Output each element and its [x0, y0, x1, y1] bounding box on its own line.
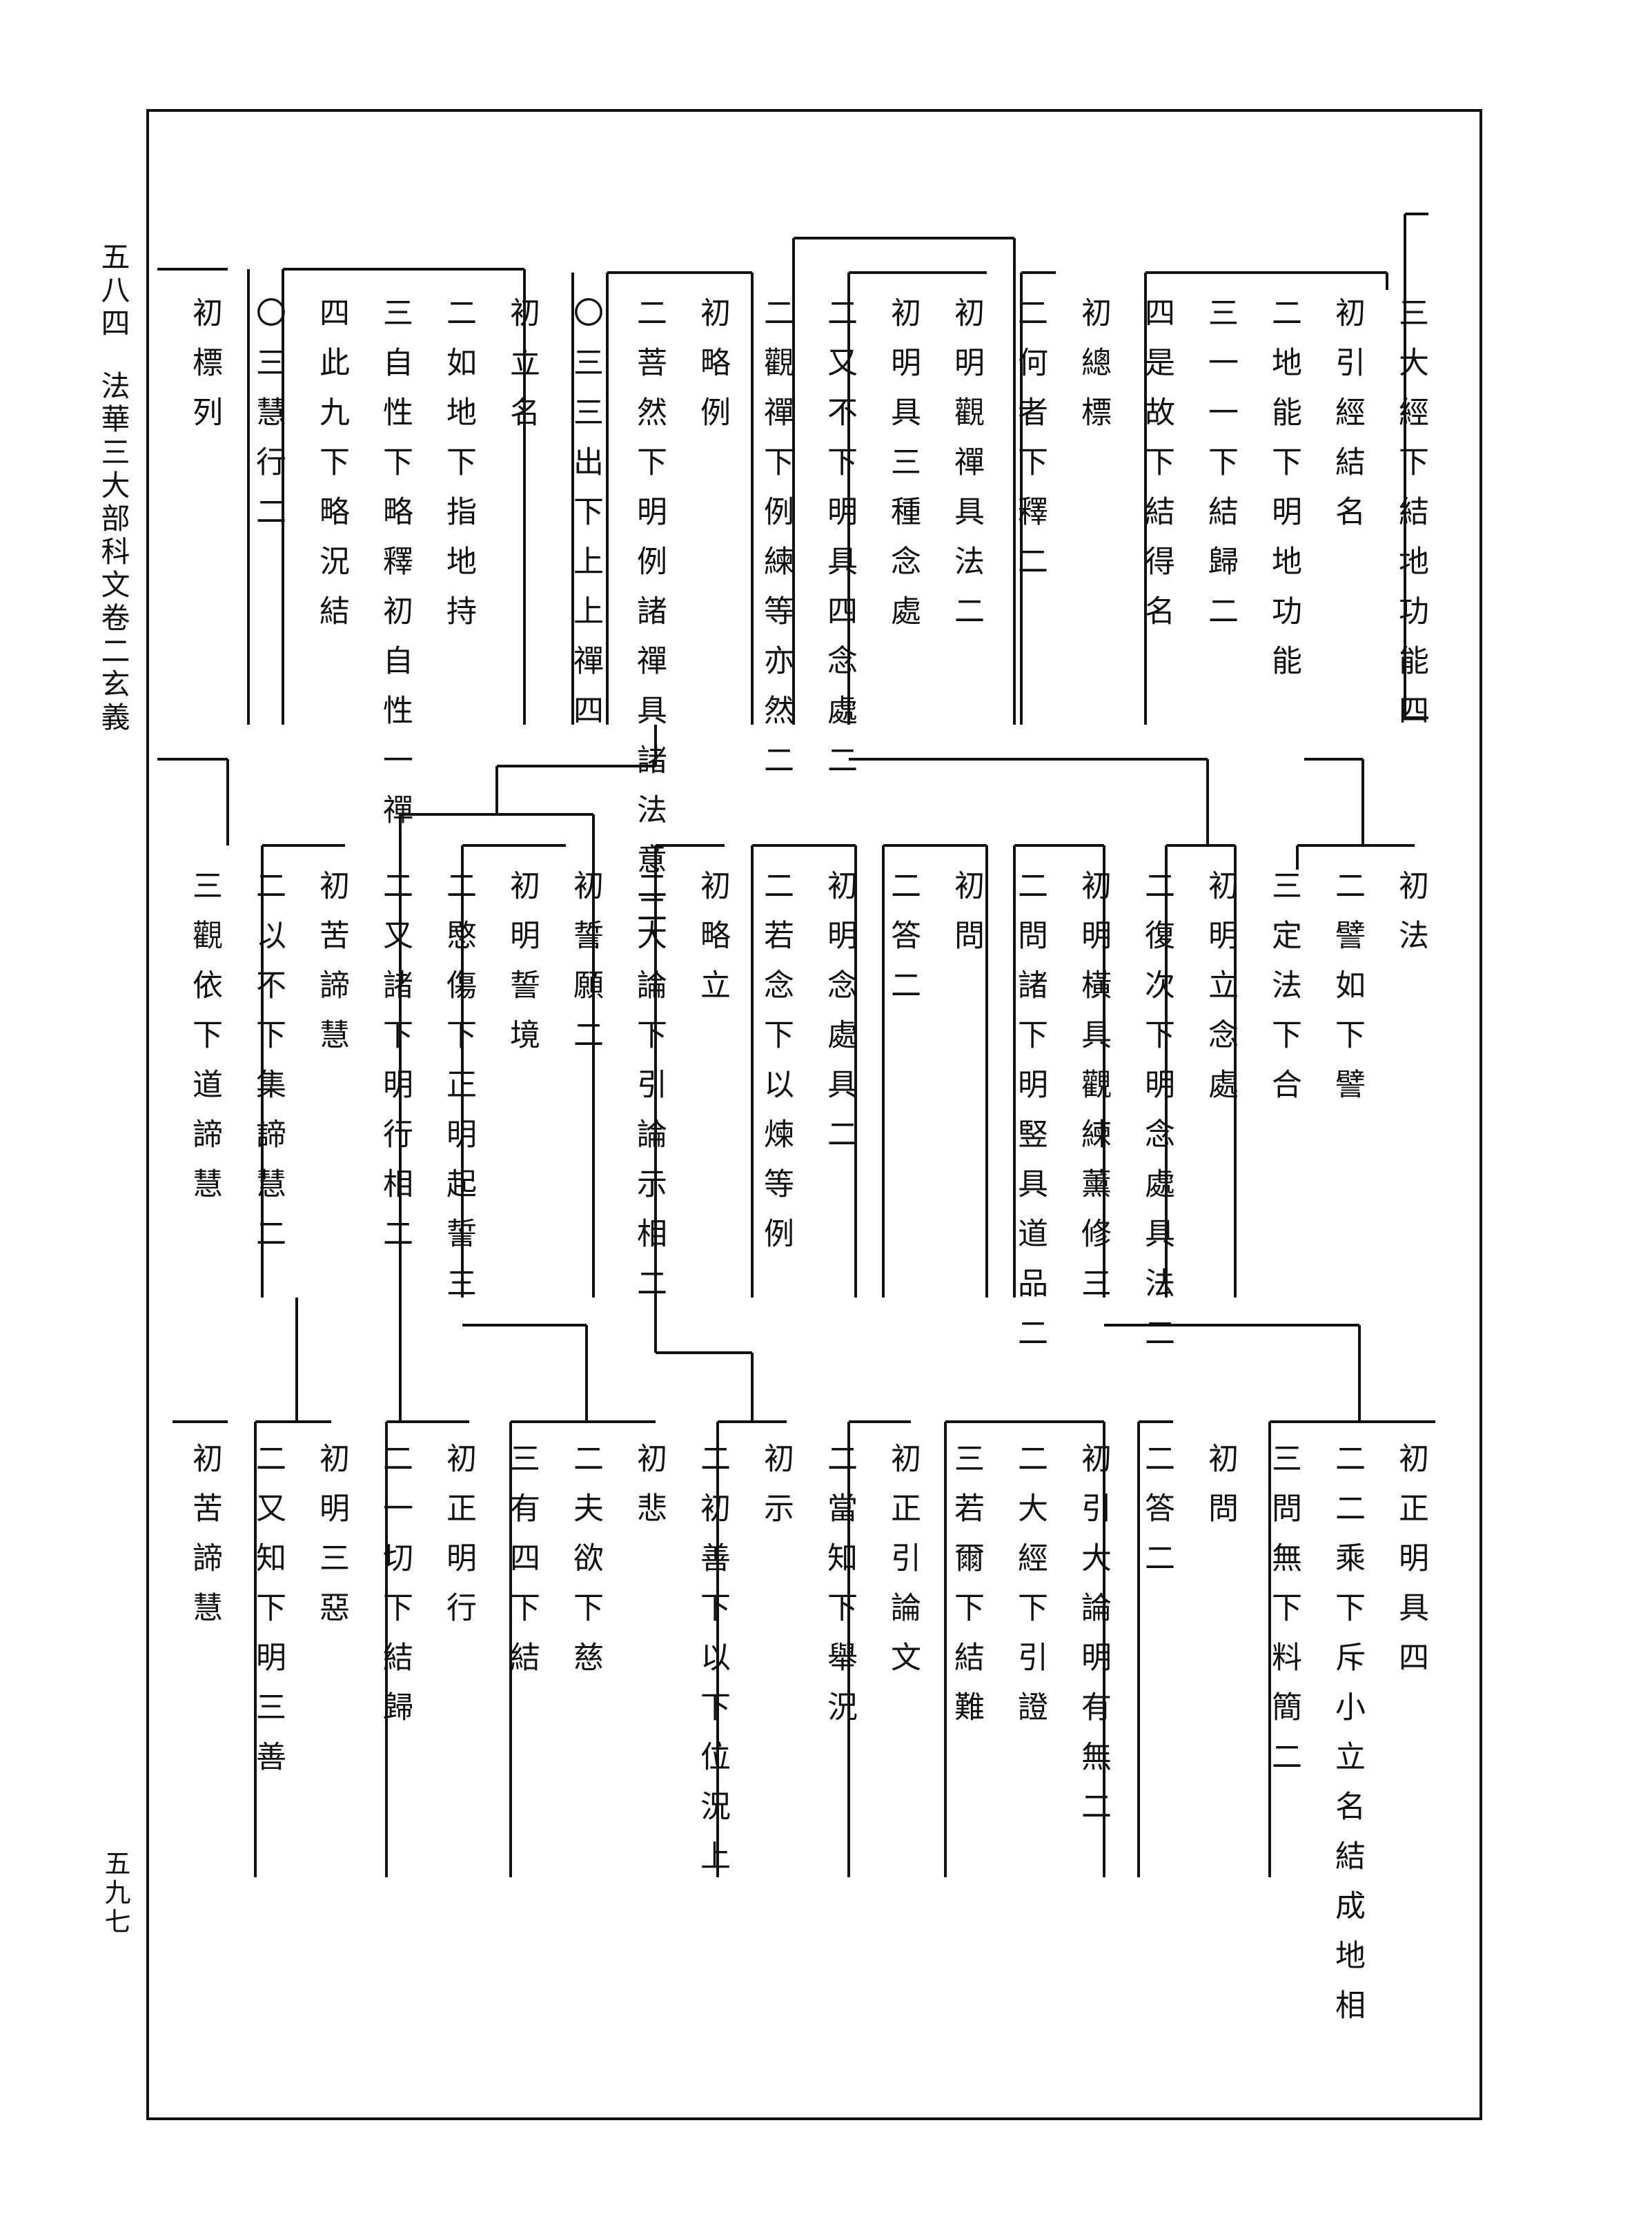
outline-entry: 二以不下集諦慧二 — [250, 870, 286, 1267]
outline-entry: 三觀依下道諦慧 — [187, 870, 222, 1217]
outline-entry: 初問 — [949, 870, 984, 969]
outline-entry: 初問 — [1203, 1442, 1238, 1542]
outline-entry: 初正明具四 — [1393, 1442, 1428, 1691]
book-title: 法華三大部科文卷二玄義 — [97, 371, 130, 736]
outline-entry: 〇三慧行二 — [250, 297, 286, 545]
outline-entry: 初明橫具觀練薰修三 — [1076, 870, 1111, 1317]
outline-entry: 初引大論明有無二 — [1076, 1442, 1111, 1840]
outline-entry: 初正引論文 — [885, 1442, 921, 1691]
outline-entry: 初明具三種念處 — [885, 297, 921, 645]
outline-entry: 二問諸下明竪具道品二 — [1012, 870, 1048, 1367]
outline-entry: 初略立 — [695, 870, 730, 1019]
outline-entry: 二地能下明地功能 — [1266, 297, 1301, 694]
outline-entry: 二初善下以下位況上 — [695, 1442, 730, 1890]
outline-entry: 四是故下結得名 — [1139, 297, 1174, 645]
outline-entry: 二觀禪下例練等亦然二 — [758, 297, 794, 794]
outline-entry: 初立名 — [504, 297, 540, 446]
outline-entry: 初苦諦慧 — [187, 1442, 222, 1641]
outline-entry: 三自性下略釋初自性一禪 — [377, 297, 413, 843]
outline-entry: 二如地下指地持 — [441, 297, 476, 645]
outline-entry: 二當知下舉況 — [822, 1442, 857, 1741]
outline-entry: 二夫欲下慈 — [568, 1442, 603, 1691]
outline-entry: 初苦諦慧 — [314, 870, 349, 1068]
outline-entry: 初引經結名 — [1330, 297, 1365, 545]
outline-entry: 初明立念處 — [1203, 870, 1238, 1118]
outline-entry: 初總標 — [1076, 297, 1111, 446]
outline-entry: 初略例 — [695, 297, 730, 446]
outline-entry: 三若爾下結難 — [949, 1442, 984, 1741]
outline-entry: 二大經下引證 — [1012, 1442, 1048, 1741]
outline-entry: 二答二 — [1139, 1442, 1174, 1592]
outline-entry: 四此九下略況結 — [314, 297, 349, 645]
outline-entry: 初悲 — [631, 1442, 667, 1542]
page-header: 五八四 法華三大部科文卷二玄義 — [97, 242, 130, 752]
outline-entry: 三定法下合 — [1266, 870, 1301, 1118]
outline-entry: 二又不下明具四念處二 — [822, 297, 857, 794]
outline-entry: 初誓願二 — [568, 870, 603, 1068]
right-page-number: 五九七 — [100, 1850, 130, 1937]
outline-entry: 初正明行 — [441, 1442, 476, 1641]
outline-entry: 初明觀禪具法二 — [949, 297, 984, 645]
outline-entry: 三問無下料簡二 — [1266, 1442, 1301, 1790]
outline-entry: 初明誓境 — [504, 870, 540, 1068]
outline-entry: 初標列 — [187, 297, 222, 446]
page-frame — [146, 109, 1482, 2120]
outline-entry: 〇三三出下上上禪四 — [568, 297, 603, 744]
outline-entry: 初明三惡 — [314, 1442, 349, 1641]
outline-entry: 三一一下結歸二 — [1203, 297, 1238, 645]
outline-entry: 二愍傷下正明起誓三 — [441, 870, 476, 1317]
outline-entry: 二又知下明三善 — [250, 1442, 286, 1790]
outline-entry: 三大經下結地功能四 — [1393, 297, 1428, 744]
outline-entry: 三有四下結 — [504, 1442, 540, 1691]
outline-entry: 二答二 — [885, 870, 921, 1019]
outline-entry: 初明念處具二 — [822, 870, 857, 1168]
outline-entry: 初法 — [1393, 870, 1428, 969]
outline-entry: 二大論下引論示相二 — [631, 870, 667, 1317]
outline-entry: 二何者下釋二 — [1012, 297, 1048, 595]
outline-entry: 初示 — [758, 1442, 794, 1542]
outline-entry: 二菩然下明例諸禪具諸法意二 — [631, 297, 667, 943]
left-page-number: 五八四 — [97, 242, 130, 341]
outline-entry: 二二乘下斥小立名結成地相 — [1330, 1442, 1365, 2039]
outline-entry: 二譬如下譬 — [1330, 870, 1365, 1118]
outline-entry: 二又諸下明行相二 — [377, 870, 413, 1267]
outline-entry: 二一切下結歸 — [377, 1442, 413, 1741]
outline-entry: 二復次下明念處具法二 — [1139, 870, 1174, 1367]
outline-entry: 二若念下以煉等例 — [758, 870, 794, 1267]
